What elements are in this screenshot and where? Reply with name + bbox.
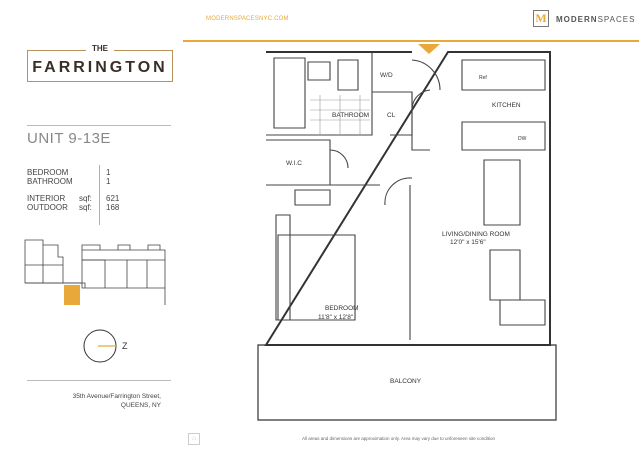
- spec-label: INTERIOR: [27, 194, 66, 203]
- room-label-bedroom: BEDROOM: [325, 305, 359, 312]
- address-line2: QUEENS, NY: [120, 402, 161, 409]
- room-label-bathroom: BATHROOM: [332, 112, 369, 119]
- compass-icon: [83, 329, 117, 363]
- appliance-label-ref: Ref: [479, 75, 487, 81]
- disclaimer: All areas and dimensions are approximati…: [302, 436, 496, 441]
- room-label-balcony: BALCONY: [390, 378, 422, 385]
- divider: [27, 380, 171, 381]
- spec-value: 168: [106, 203, 120, 212]
- spec-divider: [99, 165, 100, 225]
- equal-housing-icon: ⌂: [188, 433, 200, 445]
- specs-values: 1 1 621 168: [106, 168, 119, 212]
- room-label-living: LIVING/DINING ROOM: [442, 231, 510, 238]
- compass-label: Z: [122, 341, 128, 351]
- unit-highlight: [64, 285, 80, 305]
- room-label-kitchen: KITCHEN: [492, 102, 521, 109]
- spec-unit: sqf:: [79, 203, 92, 212]
- company-name-light: SPACES: [597, 15, 636, 24]
- spec-unit: sqf:: [79, 194, 92, 203]
- room-label-wic: W.I.C: [286, 160, 302, 167]
- spec-value: 1: [106, 177, 111, 186]
- keyplan: [24, 239, 166, 305]
- spec-label: BATHROOM: [27, 177, 73, 186]
- company-name: MODERNSPACES: [556, 15, 635, 24]
- company-logo-mark: M: [533, 10, 549, 27]
- divider: [27, 125, 171, 126]
- spec-value: 1: [106, 168, 111, 177]
- entry-arrow-icon: [418, 44, 440, 54]
- spec-value: 621: [106, 194, 120, 203]
- appliance-label-dw: DW: [518, 136, 527, 142]
- header-rule: [183, 40, 639, 42]
- room-label-wd: W/D: [380, 72, 393, 79]
- address: 35th Avenue/Farrington Street, QUEENS, N…: [73, 392, 161, 410]
- spec-label: BEDROOM: [27, 168, 69, 177]
- logo-the: THE: [86, 44, 114, 53]
- room-label-cl: CL: [387, 112, 396, 119]
- unit-title: UNIT 9-13E: [27, 130, 111, 147]
- specs-labels: BEDROOM BATHROOM INTERIOR OUTDOOR: [27, 168, 73, 212]
- website-link[interactable]: MODERNSPACESNYC.COM: [206, 16, 289, 22]
- spec-label: OUTDOOR: [27, 203, 68, 212]
- room-dim-bedroom: 11'8" x 12'8": [318, 314, 354, 321]
- room-dim-living: 12'0" x 15'6": [450, 239, 486, 246]
- company-name-bold: MODERN: [556, 15, 598, 24]
- address-line1: 35th Avenue/Farrington Street,: [72, 393, 161, 400]
- logo-name: FARRINGTON: [32, 59, 168, 76]
- building-logo: THE FARRINGTON: [27, 44, 173, 82]
- specs-units: sqf: sqf:: [79, 168, 92, 212]
